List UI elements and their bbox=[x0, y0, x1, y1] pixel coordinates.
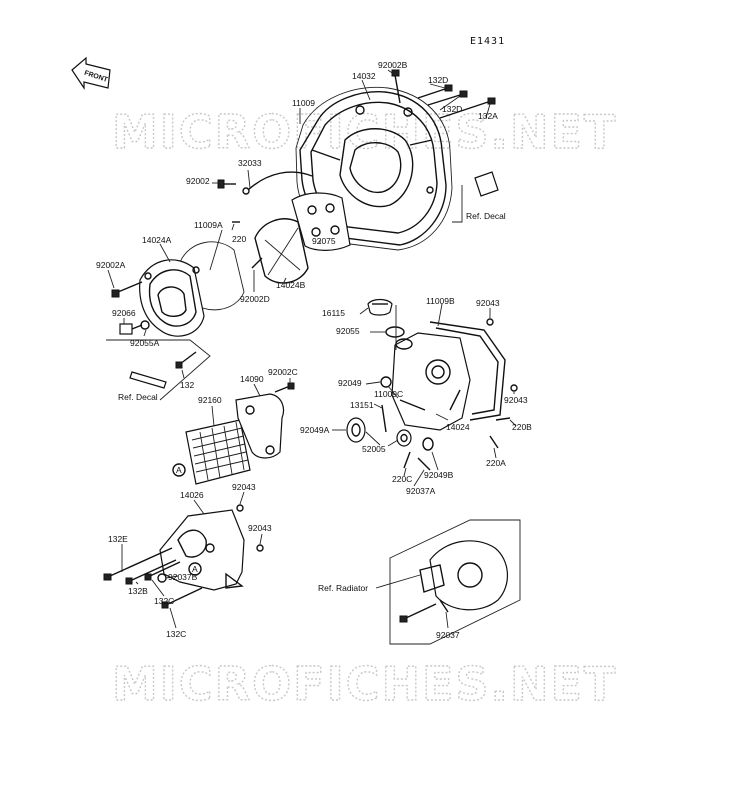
decal-icon-left bbox=[129, 371, 167, 389]
dowel-92043 bbox=[486, 318, 494, 326]
label-92049B: 92049B bbox=[424, 470, 454, 480]
dowel-92043-c bbox=[236, 504, 244, 512]
label-14024: 14024 bbox=[446, 422, 470, 432]
cover-92160 bbox=[185, 419, 251, 485]
seal-92049A bbox=[346, 417, 366, 443]
radiator-ref-box bbox=[389, 519, 521, 645]
label-14090: 14090 bbox=[240, 374, 264, 384]
label-220: 220 bbox=[232, 234, 246, 244]
label-220A: 220A bbox=[486, 458, 506, 468]
label-92002: 92002 bbox=[186, 176, 210, 186]
plug-92066 bbox=[119, 320, 150, 335]
plate-92075 bbox=[291, 192, 351, 251]
radiator-pump-housing bbox=[419, 540, 509, 611]
label-ref-radiator: Ref. Radiator bbox=[318, 583, 368, 593]
label-132D-2: 132D bbox=[442, 104, 462, 114]
washer-92049B bbox=[422, 437, 434, 451]
label-14024B: 14024B bbox=[276, 280, 306, 290]
label-92043-1: 92043 bbox=[476, 298, 500, 308]
clip-92037 bbox=[439, 599, 449, 613]
front-arrow-icon: FRONT bbox=[71, 56, 111, 90]
label-92037: 92037 bbox=[436, 630, 460, 640]
label-92037B: 92037B bbox=[168, 572, 198, 582]
label-132C-1: 132C bbox=[154, 596, 174, 606]
label-132B: 132B bbox=[128, 586, 148, 596]
bearing-52005 bbox=[396, 429, 412, 447]
bolt-220B bbox=[495, 417, 511, 421]
label-92043-3: 92043 bbox=[232, 482, 256, 492]
label-92049: 92049 bbox=[338, 378, 362, 388]
label-132C-2: 132C bbox=[166, 629, 186, 639]
cap-16115 bbox=[367, 298, 393, 316]
label-92043-4: 92043 bbox=[248, 523, 272, 533]
label-ref-decal-1: Ref. Decal bbox=[466, 211, 506, 221]
bolt-132 bbox=[179, 351, 197, 365]
label-14026: 14026 bbox=[180, 490, 204, 500]
label-92066: 92066 bbox=[112, 308, 136, 318]
leader-lines bbox=[107, 69, 517, 629]
diagram-code: E1431 bbox=[470, 36, 505, 47]
label-11009A: 11009A bbox=[194, 220, 223, 230]
label-92055A: 92055A bbox=[130, 338, 160, 348]
clip-92037B bbox=[157, 573, 167, 583]
callout-a-top-text: A bbox=[176, 465, 182, 475]
label-220C: 220C bbox=[392, 474, 412, 484]
label-13151: 13151 bbox=[350, 400, 374, 410]
label-ref-decal-2: Ref. Decal bbox=[118, 392, 158, 402]
label-52005: 52005 bbox=[362, 444, 386, 454]
bolt-92002A bbox=[117, 281, 143, 293]
label-92002A: 92002A bbox=[96, 260, 126, 270]
label-92049A: 92049A bbox=[300, 425, 330, 435]
bolt-92002D bbox=[251, 257, 263, 269]
dowel-92043-b bbox=[510, 384, 518, 392]
bolt-220C bbox=[403, 451, 411, 469]
label-92002B: 92002B bbox=[378, 60, 408, 70]
clip-92037A bbox=[417, 457, 431, 471]
gasket-11009B bbox=[429, 321, 506, 421]
label-92055: 92055 bbox=[336, 326, 360, 336]
label-132A: 132A bbox=[478, 111, 498, 121]
label-92037A: 92037A bbox=[406, 486, 436, 496]
dowel-92043-d bbox=[256, 544, 264, 552]
callout-a-bottom: A bbox=[188, 562, 202, 576]
cable-32033 bbox=[247, 171, 313, 191]
label-132: 132 bbox=[180, 380, 194, 390]
bolts-top-right bbox=[391, 69, 496, 119]
label-220B: 220B bbox=[512, 422, 532, 432]
label-32033: 32033 bbox=[238, 158, 262, 168]
label-132D-1: 132D bbox=[428, 75, 448, 85]
label-14032: 14032 bbox=[352, 71, 376, 81]
label-92160: 92160 bbox=[198, 395, 222, 405]
label-92002C: 92002C bbox=[268, 367, 298, 377]
label-16115: 16115 bbox=[322, 308, 345, 318]
cover-14024A bbox=[139, 259, 205, 337]
washer-92049 bbox=[380, 376, 392, 388]
bolts-lower-left bbox=[103, 547, 203, 609]
label-132E: 132E bbox=[108, 534, 128, 544]
decal-icon bbox=[474, 171, 499, 197]
watermark-bottom: MICROFICHES.NET bbox=[112, 657, 617, 711]
oring-92055 bbox=[385, 326, 405, 338]
bolt-220A bbox=[489, 435, 499, 449]
cover-14026 bbox=[159, 509, 245, 591]
label-11009B: 11009B bbox=[426, 296, 455, 306]
part-labels: 92002B 14032 132D 11009 132D 132A 32033 … bbox=[96, 60, 532, 640]
bolt-radiator bbox=[405, 603, 437, 619]
plate-14090 bbox=[235, 393, 285, 459]
water-pump-body bbox=[391, 332, 471, 431]
label-11009: 11009 bbox=[292, 98, 315, 108]
pin-13151 bbox=[381, 404, 387, 433]
watermark-top: MICROFICHES.NET bbox=[112, 105, 617, 159]
label-92002D: 92002D bbox=[240, 294, 270, 304]
label-92075: 92075 bbox=[312, 236, 336, 246]
callout-a-top: A bbox=[172, 463, 186, 477]
callout-a-bottom-text: A bbox=[192, 564, 198, 574]
label-92043-2: 92043 bbox=[504, 395, 528, 405]
label-11009C: 11009C bbox=[374, 389, 403, 399]
label-14024A: 14024A bbox=[142, 235, 172, 245]
gasket-14024B bbox=[254, 218, 309, 284]
